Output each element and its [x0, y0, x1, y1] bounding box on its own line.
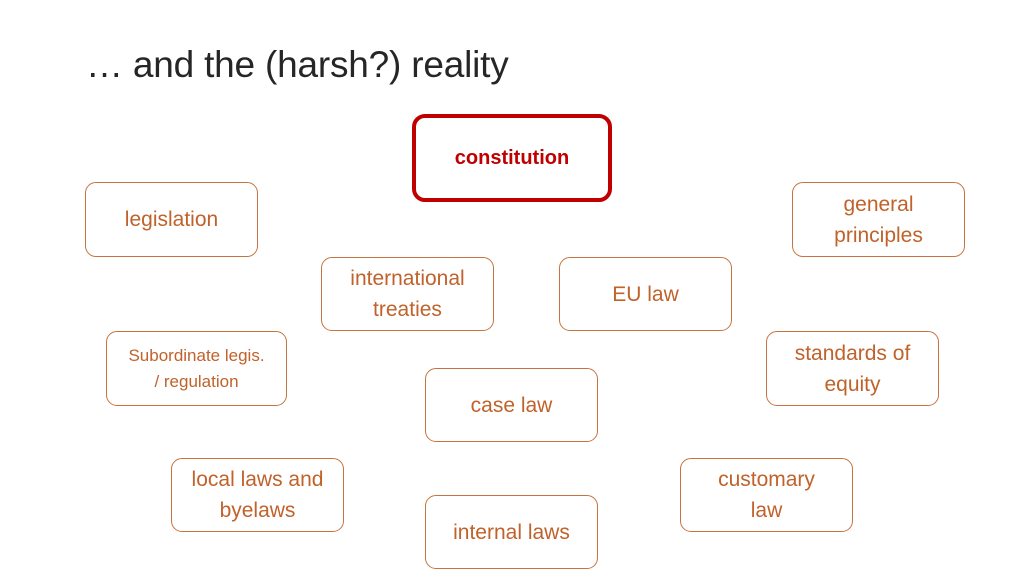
internal-laws-box: internal laws — [425, 495, 598, 569]
local-laws-label: local laws and byelaws — [191, 468, 324, 522]
general-principles-box: general principles — [792, 182, 965, 257]
subordinate-legislation-label: Subordinate legis. / regulation — [128, 345, 265, 391]
legislation-box: legislation — [85, 182, 258, 257]
subordinate-legislation-box: Subordinate legis. / regulation — [106, 331, 287, 406]
internal-laws-label: internal laws — [453, 520, 570, 544]
slide-title: … and the (harsh?) reality — [86, 44, 509, 85]
constitution-label: constitution — [454, 146, 570, 169]
standards-of-equity-label: standards of equity — [794, 341, 911, 396]
local-laws-box: local laws and byelaws — [171, 458, 344, 532]
international-treaties-box: international treaties — [321, 257, 494, 331]
customary-law-box: customary law — [680, 458, 853, 532]
constitution-box: constitution — [412, 114, 612, 202]
standards-of-equity-box: standards of equity — [766, 331, 939, 406]
international-treaties-label: international treaties — [350, 267, 465, 321]
case-law-label: case law — [470, 393, 553, 417]
customary-law-label: customary law — [718, 468, 815, 522]
general-principles-label: general principles — [834, 192, 923, 247]
eu-law-box: EU law — [559, 257, 732, 331]
eu-law-label: EU law — [612, 282, 679, 306]
case-law-box: case law — [425, 368, 598, 442]
legislation-label: legislation — [124, 208, 219, 231]
